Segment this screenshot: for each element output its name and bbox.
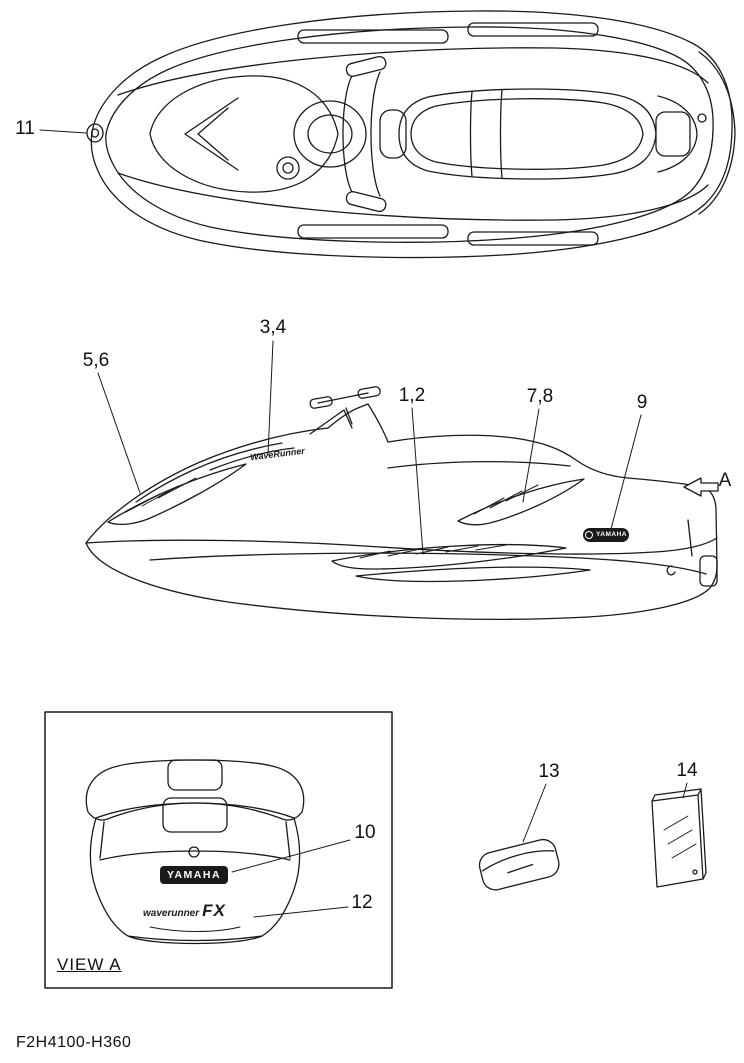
yamaha-tuning-fork-icon	[276, 156, 300, 180]
callout-13: 13	[538, 761, 560, 782]
front-graphic-decal	[107, 463, 247, 526]
callout-3-4: 3,4	[259, 317, 287, 338]
callout-1-2: 1,2	[398, 385, 426, 406]
rear-model-decal: waverunner FX	[143, 901, 226, 921]
top-view-drawing	[86, 10, 736, 259]
yamaha-logo-icon	[585, 531, 594, 539]
yamaha-emblem-side-text: YAMAHA	[596, 530, 627, 538]
rear-view-drawing	[85, 759, 305, 945]
handlebar-grip	[345, 190, 387, 213]
callout-9: 9	[636, 392, 648, 413]
yamaha-emblem-side: YAMAHA	[583, 528, 629, 542]
view-direction-label: A	[718, 470, 732, 491]
rear-side-graphic-decal	[457, 478, 585, 526]
direction-arrow-icon	[683, 477, 719, 497]
view-a-label: VIEW A	[57, 955, 122, 974]
callout-7-8: 7,8	[526, 386, 554, 407]
view-a-box	[44, 711, 393, 989]
yamaha-emblem-rear: YAMAHA	[160, 866, 228, 884]
seat-outline	[398, 88, 657, 180]
handlebar-grip	[357, 386, 381, 399]
side-graphic-decal	[331, 544, 591, 583]
leader-lines	[39, 129, 688, 918]
drawing-code: F2H4100-H360	[16, 1034, 132, 1051]
callout-12: 12	[351, 892, 373, 913]
callout-11: 11	[15, 118, 35, 139]
side-view-drawing	[85, 386, 718, 620]
rear-model-decal-script: waverunner	[143, 908, 200, 919]
pouch-drawing	[478, 838, 560, 891]
callout-14: 14	[676, 760, 698, 781]
callout-10: 10	[354, 822, 376, 843]
callout-5-6: 5,6	[82, 350, 110, 371]
yamaha-emblem-rear-text: YAMAHA	[166, 868, 222, 881]
handlebar-grip	[309, 396, 333, 409]
booklet-drawing	[651, 788, 707, 888]
rear-model-decal-model: FX	[202, 901, 226, 920]
handlebar-grip	[345, 55, 387, 78]
